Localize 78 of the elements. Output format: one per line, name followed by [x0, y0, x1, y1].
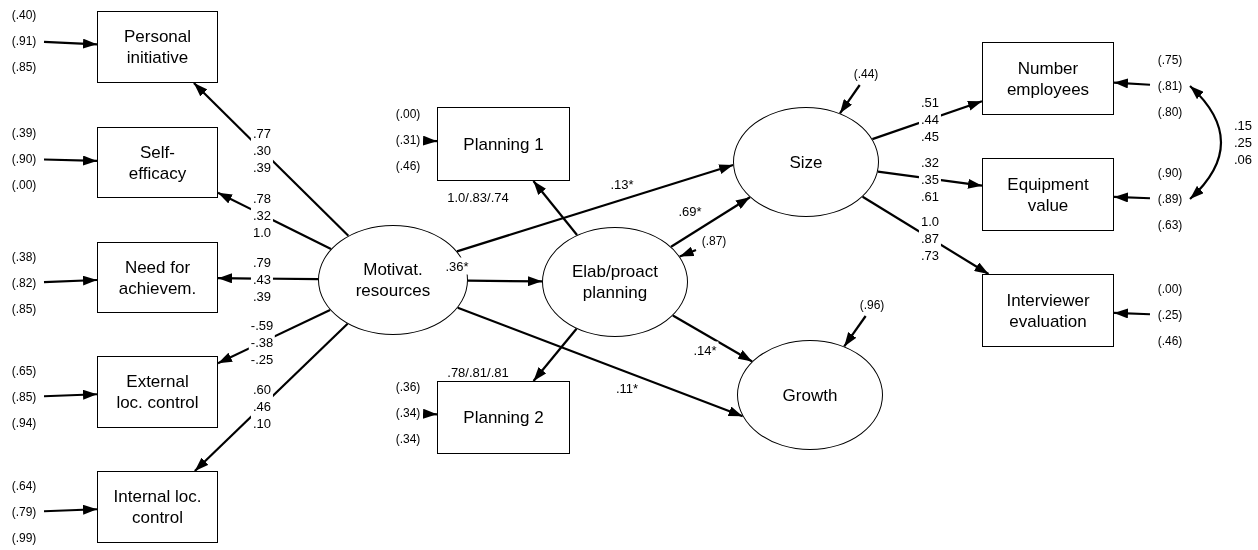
observed-variable-box: [437, 107, 570, 181]
arrow: [839, 84, 861, 114]
arrow: [670, 196, 751, 248]
observed-variable-box: [97, 242, 218, 313]
observed-variable-box: [982, 274, 1114, 347]
variable-name: Need for achievem.: [117, 256, 198, 299]
error-variance-value: (.38): [11, 250, 37, 264]
error-variance-value: (.79): [11, 505, 37, 519]
error-variance-value: (.90): [1157, 166, 1183, 180]
variable-name: Equipment value: [1006, 173, 1090, 216]
error-variance-value: (.63): [1157, 218, 1183, 232]
error-variance-value: (.34): [395, 406, 421, 420]
error-variance-value: (.46): [1157, 334, 1183, 348]
error-variance-value: (.90): [11, 152, 37, 166]
variable-name: Number employees: [1005, 57, 1091, 100]
error-variance-value: (.85): [11, 60, 37, 74]
variable-name: External loc. control: [115, 371, 200, 413]
edge-label: .36*: [443, 257, 471, 275]
error-variance-value: (.34): [395, 432, 421, 446]
error-variance-value: (.00): [1157, 282, 1183, 296]
arrow: [422, 408, 438, 419]
error-variance-value: (.89): [1157, 192, 1183, 206]
error-variance-value: (.80): [1157, 105, 1183, 119]
variable-name: Personal initiative: [122, 26, 193, 68]
error-variance-value: (.82): [11, 276, 37, 290]
arrow: [532, 180, 578, 236]
error-variance-value: (.81): [1157, 79, 1183, 93]
error-variance-value: (.94): [11, 416, 37, 430]
variable-name: Growth: [781, 384, 839, 406]
arrow: [43, 38, 98, 49]
variable-name: Planning 2: [462, 407, 545, 428]
arrow: [43, 389, 98, 400]
arrow: [1113, 308, 1151, 319]
variable-name: Self-efficacy: [127, 141, 188, 184]
arrow: [43, 504, 98, 515]
variable-name: Planning 1: [462, 133, 545, 155]
observed-variable-box: [97, 127, 218, 198]
variable-name: Motivat. resources: [354, 259, 432, 301]
error-variance-value: (.96): [859, 298, 885, 312]
error-variance-value: (.00): [395, 107, 421, 121]
error-variance-value: (.25): [1157, 308, 1183, 322]
arrow: [672, 314, 753, 363]
error-variance-value: (.87): [701, 234, 727, 248]
error-variance-value: (.91): [11, 34, 37, 48]
observed-variable-box: [437, 381, 570, 454]
arrow: [679, 246, 697, 258]
error-variance-value: (.46): [395, 159, 421, 173]
variable-name: Interviewer evaluation: [1005, 289, 1091, 332]
error-variance-value: (.40): [11, 8, 37, 22]
variable-name: Elab/proact planning: [571, 261, 659, 303]
error-variance-value: (.31): [395, 133, 421, 147]
error-variance-value: (.39): [11, 126, 37, 140]
observed-variable-box: [97, 11, 218, 83]
error-variance-value: (.75): [1157, 53, 1183, 67]
arrow: [468, 276, 542, 287]
arrow: [43, 155, 98, 166]
observed-variable-box: [982, 158, 1114, 231]
error-variance-value: (.44): [853, 67, 879, 81]
error-variance-value: (.36): [395, 380, 421, 394]
observed-variable-box: [97, 356, 218, 428]
arrow: [422, 135, 438, 146]
variable-name: Internal loc. control: [112, 486, 203, 528]
arrow: [43, 275, 98, 286]
error-variance-value: (.65): [11, 364, 37, 378]
double-headed-arrow: [1189, 85, 1222, 200]
error-variance-value: (.99): [11, 531, 37, 545]
error-variance-value: (.64): [11, 479, 37, 493]
arrow: [843, 315, 867, 348]
variable-name: Size: [788, 151, 824, 173]
error-variance-value: (.85): [11, 390, 37, 404]
arrow: [194, 322, 349, 472]
observed-variable-box: [97, 471, 218, 543]
arrow: [532, 328, 578, 382]
observed-variable-box: [982, 42, 1114, 115]
error-variance-value: (.85): [11, 302, 37, 316]
arrow: [1113, 78, 1151, 89]
error-variance-value: (.00): [11, 178, 37, 192]
arrow: [1113, 192, 1151, 203]
